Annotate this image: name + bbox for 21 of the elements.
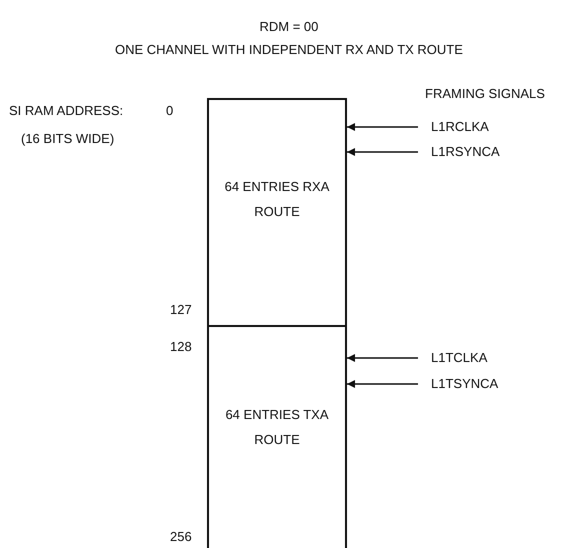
block-label: 64 ENTRIES TXA ROUTE — [224, 406, 330, 448]
signal-name: L1TCLKA — [431, 350, 488, 365]
signal-name: L1RSYNCA — [431, 144, 500, 159]
column-heading: FRAMING SIGNALS — [425, 86, 545, 102]
block-label: 64 ENTRIES RXA ROUTE — [224, 178, 330, 220]
address-value: 127 — [170, 302, 192, 318]
width-note: (16 BITS WIDE) — [21, 131, 114, 147]
address-value: 128 — [170, 339, 192, 355]
address-value: 0 — [166, 103, 174, 119]
subtitle: ONE CHANNEL WITH INDEPENDENT RX AND TX ROUTE — [115, 42, 463, 58]
signal-arrow — [347, 148, 418, 156]
signal-name: L1TSYNCA — [431, 376, 498, 391]
address-value: 256 — [170, 529, 192, 545]
memory-block — [207, 325, 347, 548]
signal-arrow — [347, 354, 418, 362]
address-label: SI RAM ADDRESS: — [9, 103, 124, 119]
signal-arrow — [347, 123, 418, 131]
diagram-title: RDM = 00 — [260, 19, 318, 35]
memory-block — [207, 98, 347, 327]
signal-name: L1RCLKA — [431, 119, 489, 134]
signal-arrow — [347, 380, 418, 388]
